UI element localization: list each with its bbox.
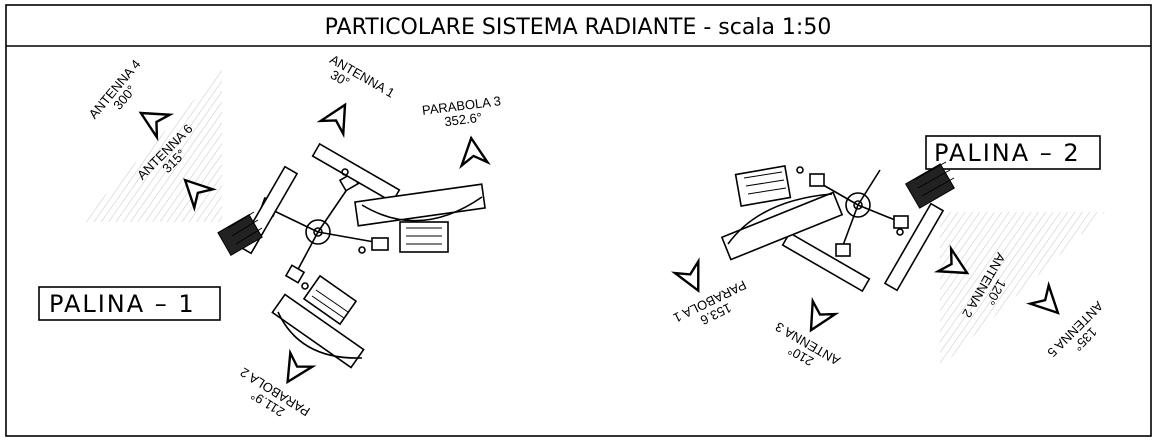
palina-1-box: PALINA – 1: [38, 286, 221, 321]
arrow-antenna-3: [798, 299, 837, 338]
palina-2-box: PALINA – 2: [925, 135, 1101, 170]
palina-2-label: PALINA – 2: [934, 139, 1081, 167]
mast-2-assembly: [720, 161, 956, 293]
arrow-parabola-3: [457, 135, 489, 167]
arrow-parabola-2: [275, 351, 314, 390]
hatch-sector-right: [940, 212, 1105, 368]
arrow-antenna-1: [319, 97, 358, 136]
outer-frame: [5, 4, 1152, 437]
palina-1-label: PALINA – 1: [49, 290, 196, 318]
label-parabola-3: PARABOLA 3 352.6°: [421, 93, 501, 129]
label-parabola-3-angle: 352.6°: [444, 110, 483, 129]
drawing-title: PARTICOLARE SISTEMA RADIANTE - scala 1:5…: [325, 15, 832, 40]
label-antenna-1: ANTENNA 1 30°: [327, 52, 397, 101]
label-parabola-1: 153.6 PARABOLA 1: [671, 277, 749, 328]
arrow-parabola-1: [673, 260, 712, 298]
label-antenna-4: ANTENNA 4 300°: [86, 57, 144, 122]
label-antenna-3: 210° ANTENNA 3: [773, 319, 843, 369]
arrow-antenna-5: [1029, 284, 1069, 324]
mast-1-assembly: [217, 142, 486, 369]
